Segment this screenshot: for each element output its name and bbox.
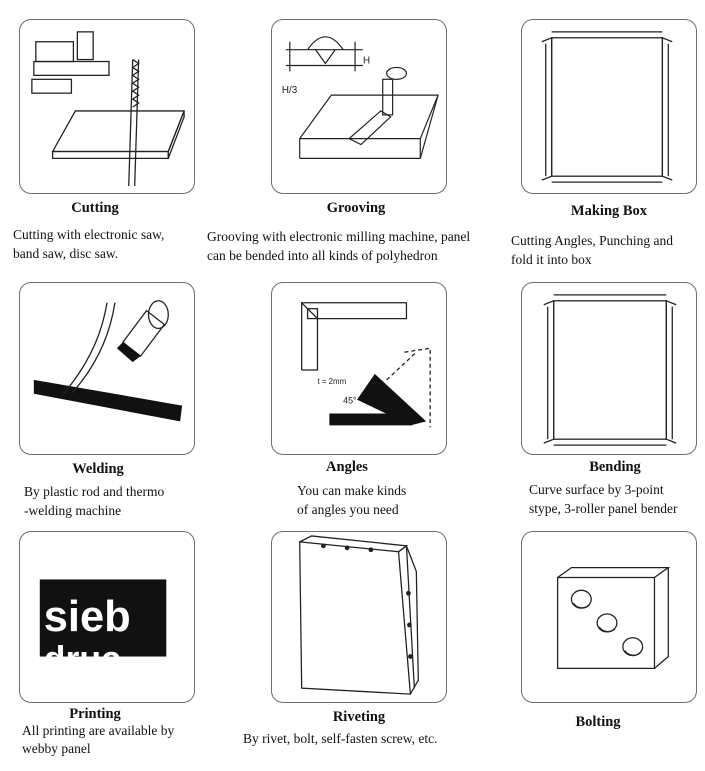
welding-illustration: [33, 300, 183, 422]
riveting-description: By rivet, bolt, self-fasten screw, etc.: [243, 729, 437, 748]
cutting-desc-line-1: Cutting with electronic saw,: [13, 227, 165, 242]
making-box-desc-line-1: Cutting Angles, Punching and: [511, 233, 673, 248]
cutting-desc-line-2: band saw, disc saw.: [13, 246, 119, 261]
bending-title: Bending: [589, 459, 641, 475]
cutting-description: Cutting with electronic saw, band saw, d…: [13, 225, 164, 263]
printing-title: Printing: [69, 706, 121, 722]
print-sample-text-1: sieb: [44, 593, 131, 641]
welding-desc-line-1: By plastic rod and thermo: [24, 484, 165, 499]
groove-h3-label: H/3: [282, 85, 298, 96]
cutting-title: Cutting: [71, 200, 119, 216]
grooving-desc-line-2: can be bended into all kinds of polyhedr…: [207, 248, 438, 263]
print-sample-text-2: druc: [44, 638, 121, 678]
angles-illustration: t = 2mm 45°: [301, 302, 431, 428]
angle-thickness-label: t = 2mm: [317, 377, 346, 386]
making-box-description: Cutting Angles, Punching and fold it int…: [511, 231, 673, 269]
bending-desc-line-1: Curve surface by 3-point: [529, 482, 664, 497]
welding-desc-line-2: -welding machine: [24, 503, 122, 518]
grooving-panel: H H/3: [271, 19, 447, 194]
cutting-panel: [19, 19, 195, 194]
welding-description: By plastic rod and thermo -welding machi…: [24, 482, 164, 520]
bolting-illustration: [556, 566, 671, 670]
making-box-illustration: [541, 31, 673, 183]
riveting-illustration: [299, 535, 419, 695]
printing-panel: sieb druc: [19, 531, 195, 703]
bending-desc-line-2: stype, 3-roller panel bender: [529, 501, 678, 516]
bending-illustration: [543, 294, 677, 446]
making-box-panel: [521, 19, 697, 194]
angle-degree-label: 45°: [343, 396, 357, 406]
welding-panel: [19, 282, 195, 455]
grooving-title: Grooving: [326, 200, 386, 216]
bending-panel: [521, 282, 697, 455]
angles-description: You can make kinds of angles you need: [297, 481, 406, 519]
groove-h-label: H: [363, 55, 370, 66]
welding-title: Welding: [72, 461, 124, 477]
cutting-illustration: [31, 31, 186, 187]
printing-illustration: sieb druc: [39, 579, 167, 678]
riveting-panel: [271, 531, 447, 703]
riveting-title: Riveting: [332, 709, 386, 725]
printing-desc-line-1: All printing are available by: [22, 723, 175, 738]
angles-title: Angles: [326, 459, 368, 475]
bolting-panel: [521, 531, 697, 703]
grooving-description: Grooving with electronic milling machine…: [207, 227, 470, 265]
making-box-desc-line-2: fold it into box: [511, 252, 592, 267]
grooving-desc-line-1: Grooving with electronic milling machine…: [207, 229, 471, 244]
grooving-illustration: H H/3: [282, 36, 439, 159]
angles-desc-line-1: You can make kinds: [297, 483, 407, 498]
bolting-title: Bolting: [575, 714, 621, 730]
riveting-desc-line-1: By rivet, bolt, self-fasten screw, etc.: [243, 731, 438, 746]
angles-desc-line-2: of angles you need: [297, 502, 399, 517]
angles-panel: t = 2mm 45°: [271, 282, 447, 455]
printing-desc-line-2: webby panel: [22, 741, 91, 756]
making-box-title: Making Box: [570, 203, 648, 219]
printing-description: All printing are available by webby pane…: [22, 722, 174, 758]
bending-description: Curve surface by 3-point stype, 3-roller…: [529, 480, 677, 518]
